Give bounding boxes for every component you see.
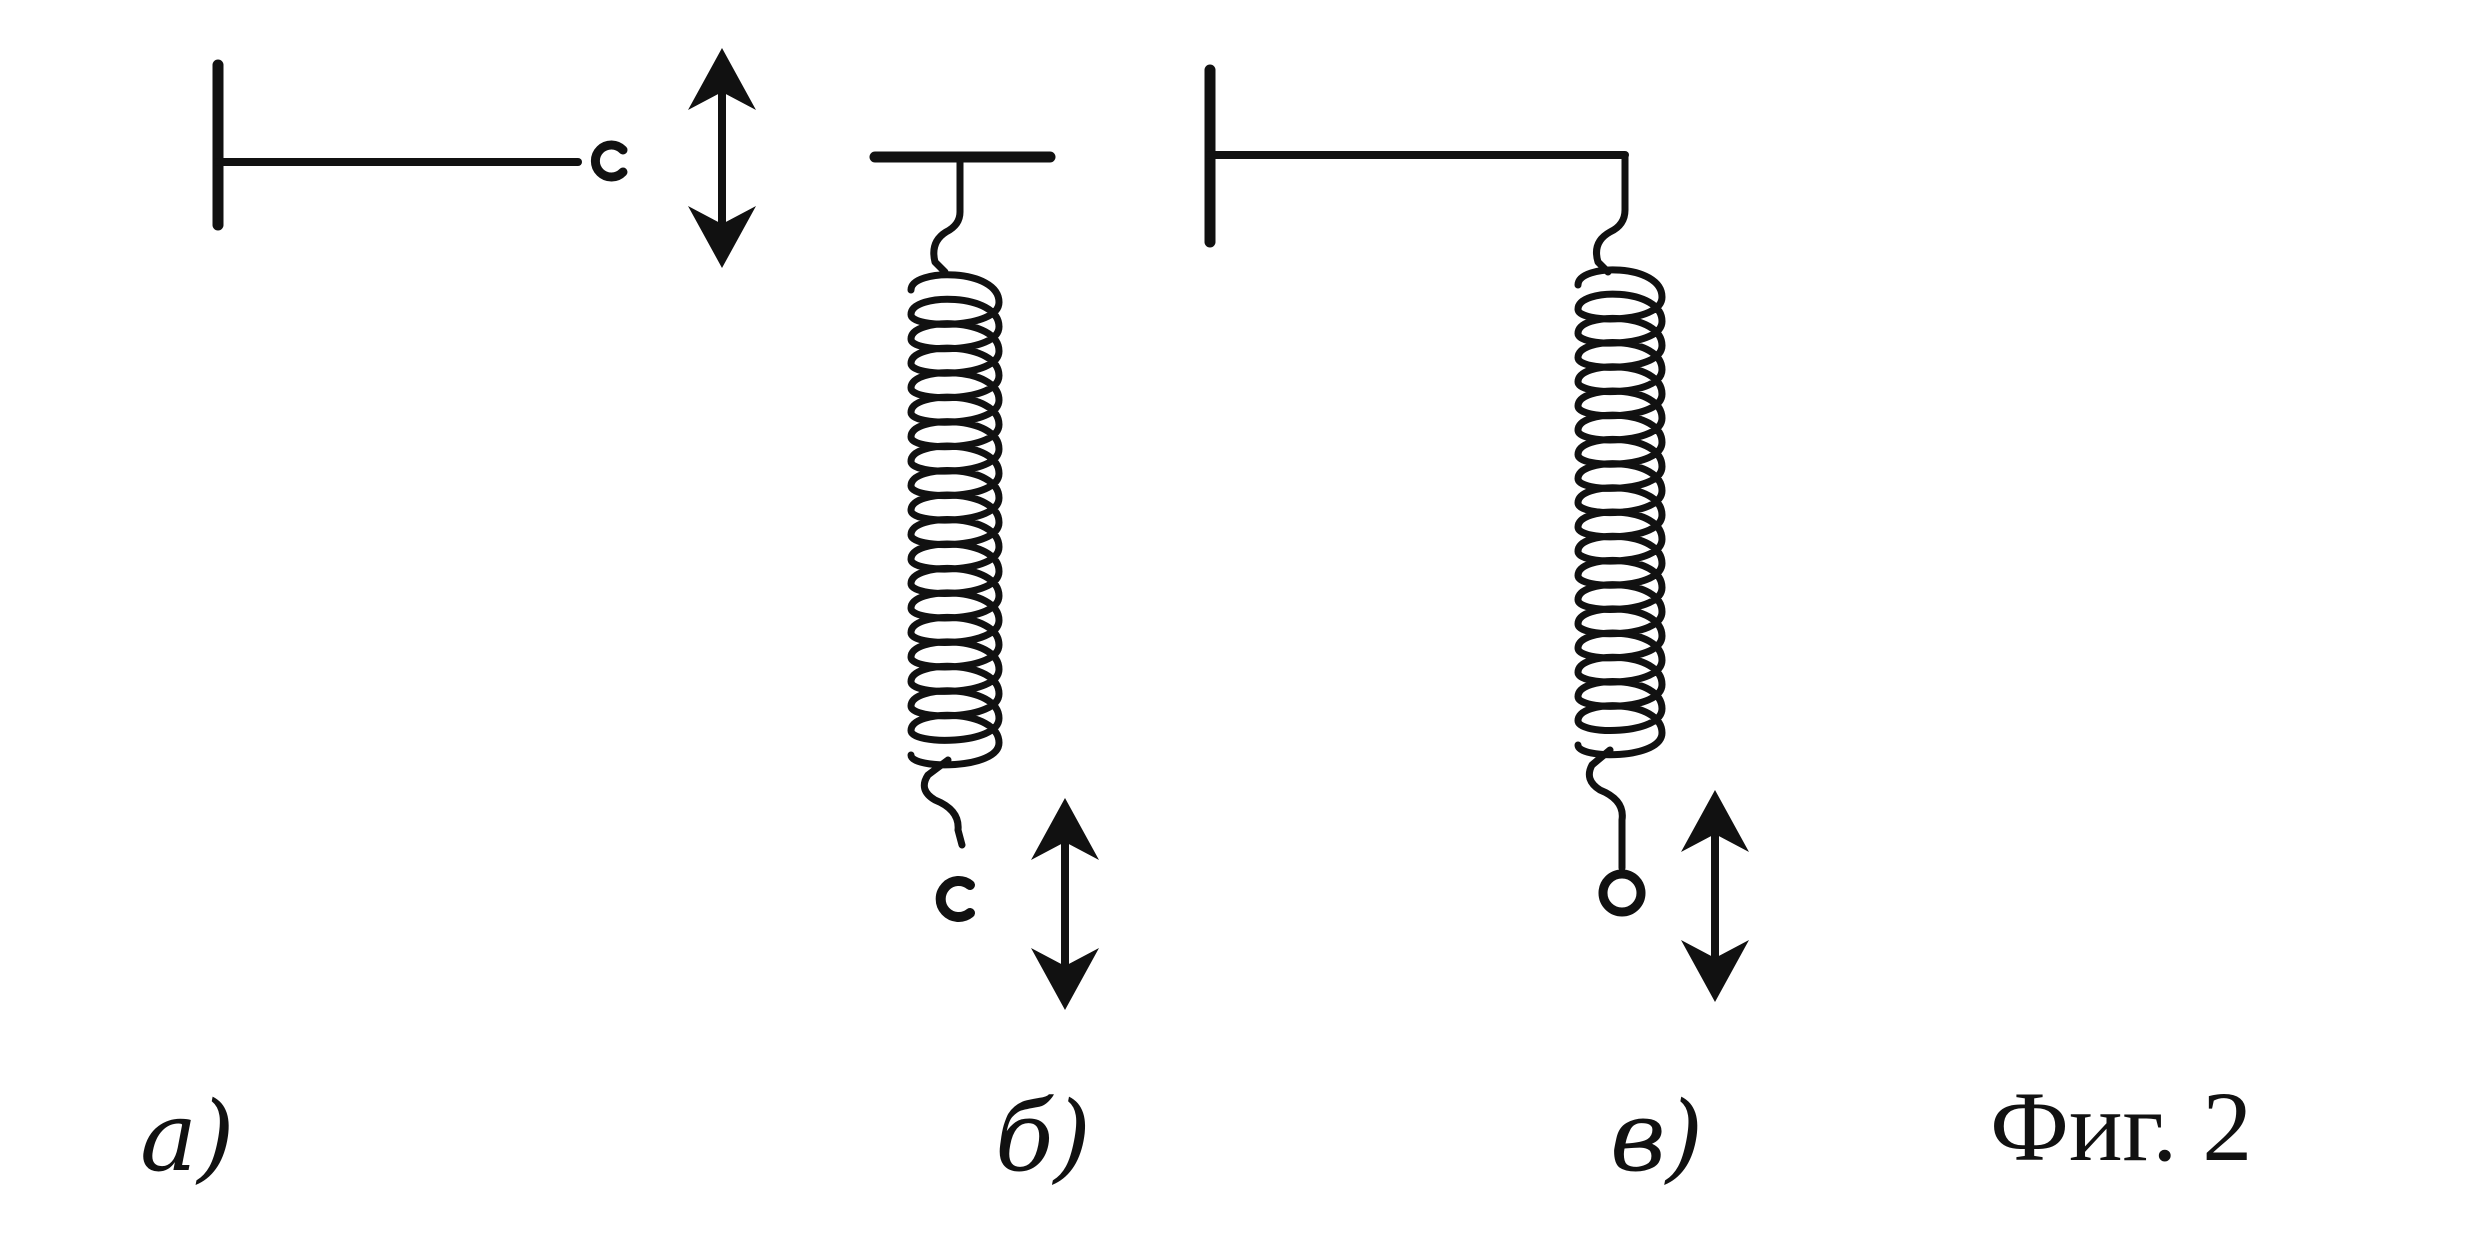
panel-a	[212, 48, 756, 268]
panel-a-label: а)	[140, 1081, 235, 1193]
panel-b-hook-icon	[935, 876, 975, 922]
panel-c	[1204, 64, 1749, 1002]
figure-caption: Фиг. 2	[1990, 1071, 2252, 1182]
panel-b-double-arrow-icon	[1031, 798, 1099, 1010]
panel-c-upper-lead	[1593, 151, 1629, 276]
panel-c-label: в)	[1610, 1081, 1703, 1193]
panel-c-lower-lead	[1585, 746, 1626, 872]
panel-a-double-arrow-icon	[688, 48, 756, 268]
panel-c-spring-icon	[1574, 266, 1666, 759]
panel-c-loop-icon	[1598, 869, 1646, 917]
panel-c-double-arrow-icon	[1681, 790, 1749, 1002]
panel-b-lower-lead	[920, 756, 966, 849]
panel-a-hook-icon	[590, 140, 628, 182]
panel-b-spring-icon	[907, 271, 1003, 769]
panel-b	[869, 151, 1099, 1010]
panel-b-upper-lead	[930, 153, 964, 276]
panel-b-label: б)	[995, 1081, 1091, 1193]
